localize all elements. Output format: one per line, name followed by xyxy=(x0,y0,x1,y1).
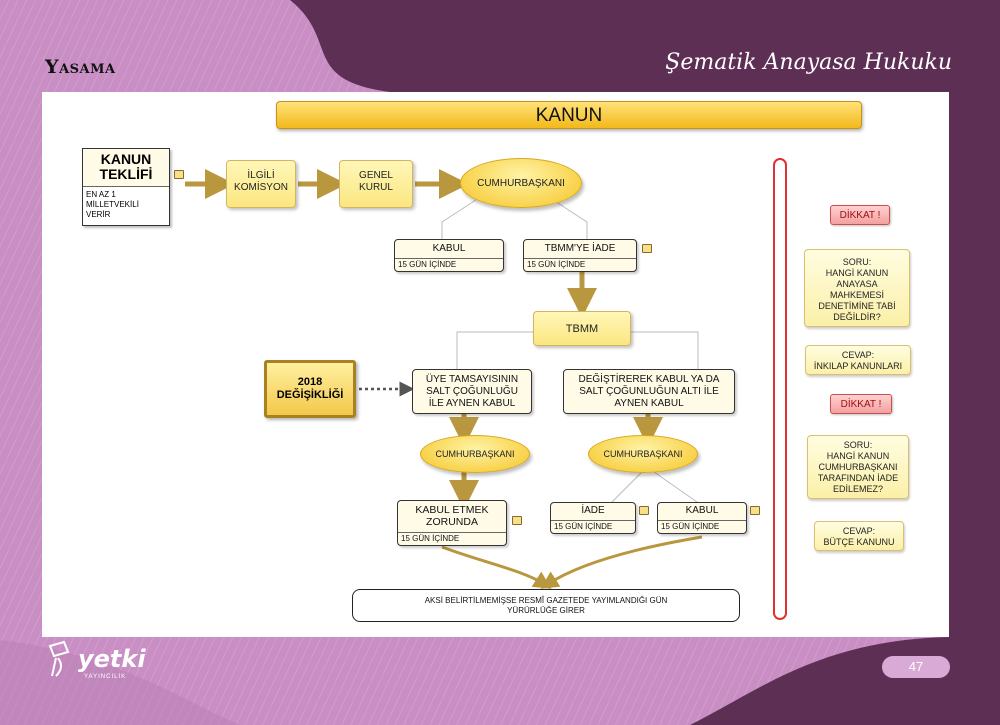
node-tbmm-iade-sub: 15 GÜN İÇİNDE xyxy=(524,258,636,271)
cevap-box-1: CEVAP: İNKILAP KANUNLARI xyxy=(805,345,911,375)
node-kabul-zorunda-label: KABUL ETMEK ZORUNDA xyxy=(415,504,489,528)
diagram-title: KANUN xyxy=(276,101,862,129)
book-title: Şematik Anayasa Hukuku xyxy=(665,50,952,75)
node-iade-2-sub: 15 GÜN İÇİNDE xyxy=(551,520,635,533)
node-kabul-2-sub: 15 GÜN İÇİNDE xyxy=(658,520,746,533)
node-cumhurbaskani-1: CUMHURBAŞKANI xyxy=(460,158,582,208)
node-kabul-zorunda-sub: 15 GÜN İÇİNDE xyxy=(398,532,506,545)
node-kabul-1-sub: 15 GÜN İÇİNDE xyxy=(395,258,503,271)
node-cumhurbaskani-2: CUMHURBAŞKANI xyxy=(420,435,530,473)
node-2018-degisikligi: 2018 DEĞİŞİKLİĞİ xyxy=(264,360,356,418)
node-iade-2-label: İADE xyxy=(581,505,605,516)
dikkat-badge-2: DİKKAT ! xyxy=(830,394,892,414)
node-kanun-teklifi: KANUN TEKLİFİ EN AZ 1 MİLLETVEKİLİ VERİR xyxy=(82,148,170,226)
dikkat-badge-1: DİKKAT ! xyxy=(830,205,890,225)
node-cumhurbaskani-3: CUMHURBAŞKANI xyxy=(588,435,698,473)
node-kabul-1: KABUL 15 GÜN İÇİNDE xyxy=(394,239,504,272)
page-number: 47 xyxy=(882,656,950,678)
node-kabul-zorunda: KABUL ETMEK ZORUNDA 15 GÜN İÇİNDE xyxy=(397,500,507,546)
node-kanun-teklifi-sub: EN AZ 1 MİLLETVEKİLİ VERİR xyxy=(83,186,169,223)
note-icon xyxy=(174,170,184,179)
arrow-kabul-gazete xyxy=(540,535,703,589)
connectors xyxy=(185,169,703,589)
logo-text: yetki xyxy=(78,645,146,673)
cevap-box-2: CEVAP: BÜTÇE KANUNU xyxy=(814,521,904,551)
arrow-zorunda-gazete xyxy=(441,545,552,589)
soru-box-2: SORU: HANGİ KANUN CUMHURBAŞKANI TARAFIND… xyxy=(807,435,909,499)
node-komisyon: İLGİLİ KOMİSYON xyxy=(226,160,296,208)
node-kabul-2: KABUL 15 GÜN İÇİNDE xyxy=(657,502,747,534)
logo-subtext: YAYINCILIK xyxy=(84,674,127,680)
node-kanun-teklifi-label: KANUN TEKLİFİ xyxy=(83,149,169,186)
node-tbmm: TBMM xyxy=(533,311,631,346)
node-genel-kurul: GENEL KURUL xyxy=(339,160,413,208)
diagram-panel: KANUN KANUN TEKLİFİ EN AZ 1 MİLLETVEKİLİ… xyxy=(42,92,949,637)
logo-icon xyxy=(48,640,70,677)
node-degistirerek: DEĞİŞTİREREK KABUL YA DA SALT ÇOĞUNLUĞUN… xyxy=(563,369,735,414)
note-icon xyxy=(639,506,649,515)
node-tbmm-iade: TBMM'YE İADE 15 GÜN İÇİNDE xyxy=(523,239,637,272)
node-kabul-1-label: KABUL xyxy=(432,243,466,254)
soru-box-1: SORU: HANGİ KANUN ANAYASA MAHKEMESİ DENE… xyxy=(804,249,910,327)
note-icon xyxy=(642,244,652,253)
node-tbmm-iade-label: TBMM'YE İADE xyxy=(544,243,616,254)
node-iade-2: İADE 15 GÜN İÇİNDE xyxy=(550,502,636,534)
note-icon xyxy=(512,516,522,525)
section-title: Yasama xyxy=(45,56,116,78)
node-resmi-gazete: AKSİ BELİRTİLMEMİŞSE RESMÎ GAZETEDE YAYI… xyxy=(352,589,740,622)
node-uye-tamsayi: ÜYE TAMSAYISININ SALT ÇOĞUNLUĞU İLE AYNE… xyxy=(412,369,532,414)
note-icon xyxy=(750,506,760,515)
node-kabul-2-label: KABUL xyxy=(685,505,719,516)
sidebar-divider xyxy=(773,158,787,620)
